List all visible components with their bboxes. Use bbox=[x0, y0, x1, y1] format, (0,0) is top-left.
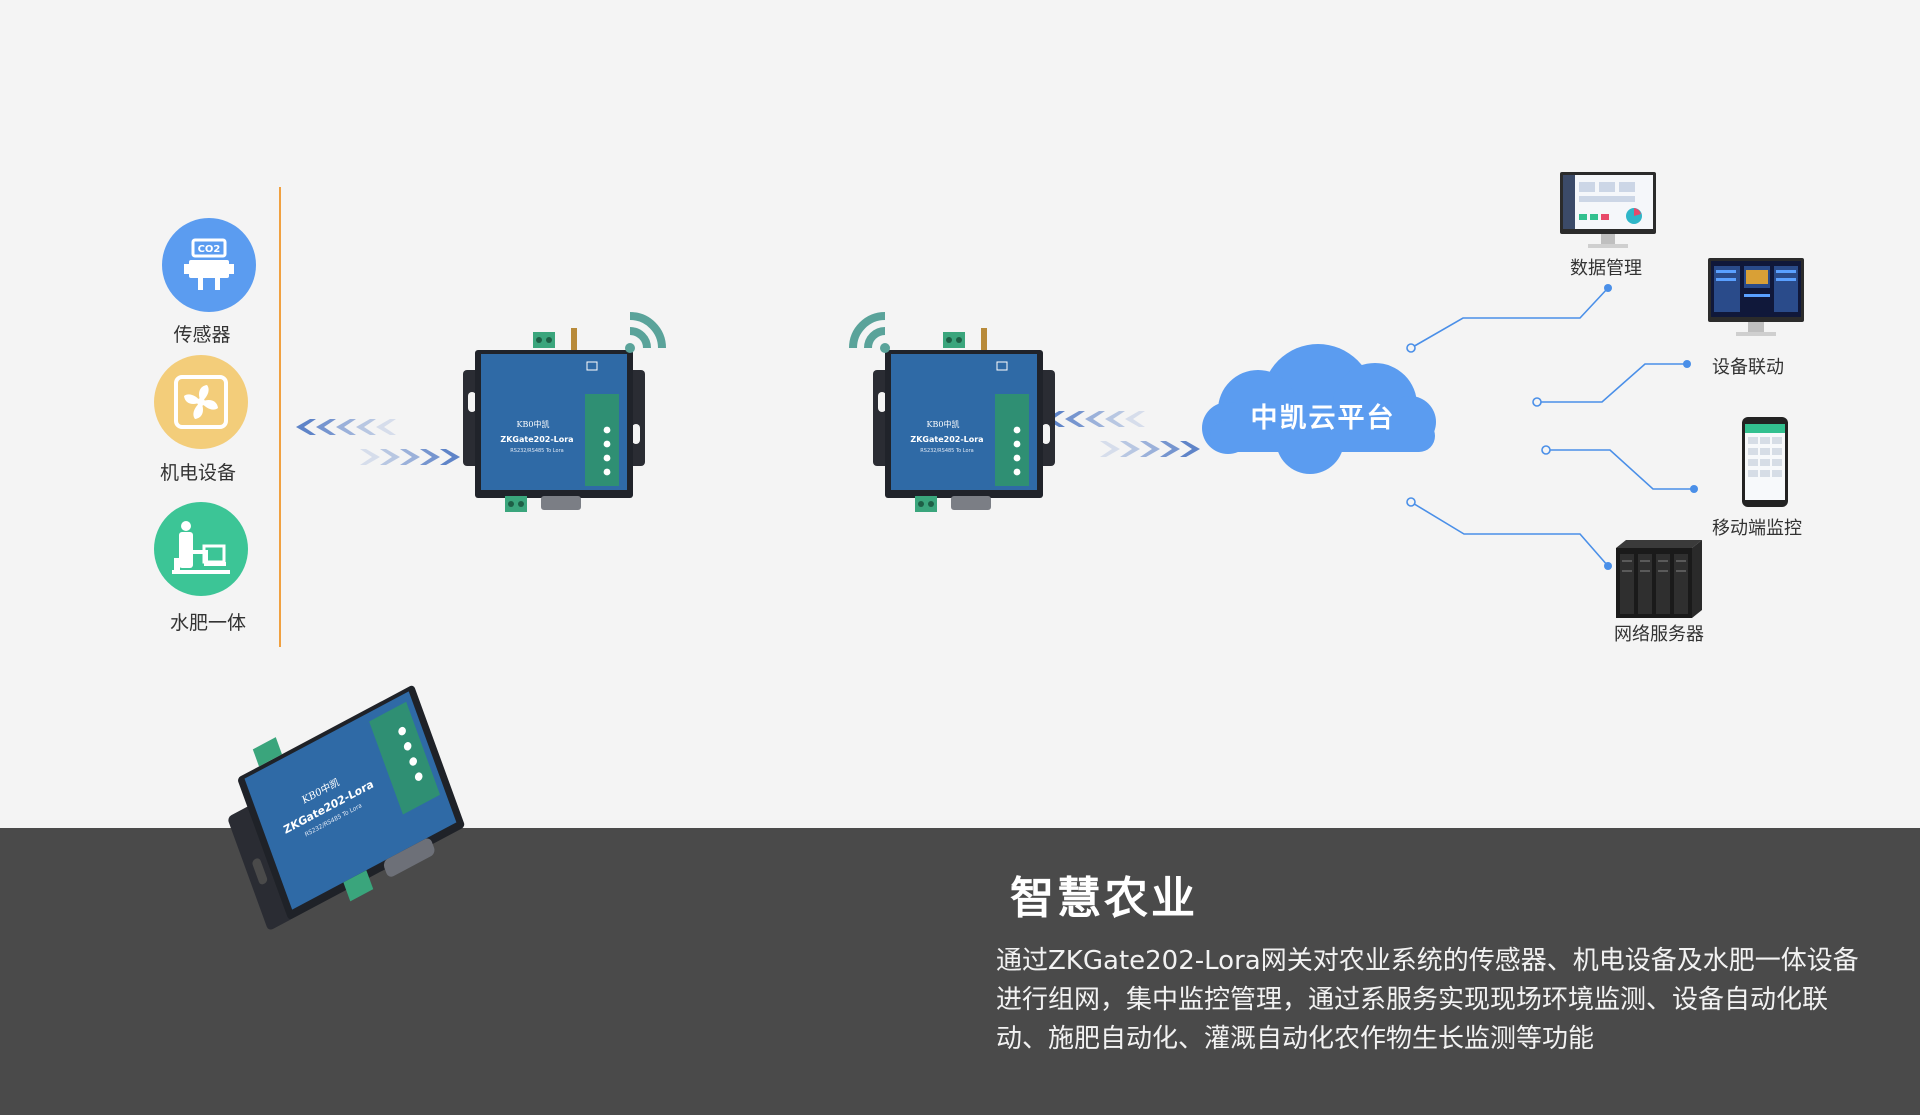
co2-text: CO2 bbox=[198, 244, 221, 255]
description-line: 进行组网，集中监控管理，通过系服务实现现场环境监测、设备自动化联 bbox=[996, 985, 1829, 1015]
endpoint-label-data-management: 数据管理 bbox=[1570, 258, 1642, 279]
server-rack-icon bbox=[1616, 540, 1702, 618]
gateway-model: ZKGate202-Lora bbox=[500, 435, 573, 444]
irrigation-circle bbox=[154, 502, 248, 596]
gateway-sub: RS232/RS485 To Lora bbox=[510, 448, 563, 454]
irrigation-label: 水肥一体 bbox=[169, 612, 246, 634]
solution-title: 智慧农业 bbox=[1010, 873, 1198, 924]
endpoint-label-device-linkage: 设备联动 bbox=[1712, 357, 1784, 378]
mobile-phone-icon bbox=[1742, 417, 1788, 507]
connector-dots bbox=[1406, 343, 1551, 507]
connector-end-dots bbox=[1604, 284, 1698, 570]
left-arrows-1 bbox=[296, 419, 396, 435]
solution-description: 通过ZKGate202-Lora网关对农业系统的传感器、机电设备及水肥一体设备 … bbox=[996, 942, 1886, 1059]
device-linkage-monitor-icon bbox=[1708, 258, 1804, 336]
fan-icon bbox=[174, 375, 228, 429]
right-arrows-2 bbox=[1100, 441, 1200, 457]
gateway-device-2: KB0中凯 ZKGate202-Lora RS232/RS485 To Lora bbox=[872, 327, 1056, 513]
connector-lines bbox=[1410, 287, 1694, 567]
sensor-divider bbox=[279, 187, 281, 647]
co2-sensor-icon: CO2 bbox=[184, 238, 234, 290]
gateway-device-1: KB0中凯 ZKGate202-Lora RS232/RS485 To Lora bbox=[462, 327, 646, 513]
data-management-monitor-icon bbox=[1560, 172, 1656, 248]
motor-label: 机电设备 bbox=[159, 462, 236, 484]
wifi-icon bbox=[625, 312, 666, 353]
wifi-icon bbox=[849, 312, 890, 353]
endpoint-label-network-server: 网络服务器 bbox=[1614, 624, 1704, 645]
sensor-label: 传感器 bbox=[173, 324, 231, 346]
gateway-brand: KB0中凯 bbox=[927, 419, 960, 429]
gateway-model: ZKGate202-Lora bbox=[910, 435, 983, 444]
gateway-product-image: KB0中凯 ZKGate202-Lora RS232/RS485 To Lora bbox=[228, 685, 465, 930]
description-line: 通过ZKGate202-Lora网关对农业系统的传感器、机电设备及水肥一体设备 bbox=[996, 946, 1859, 976]
left-arrows-2 bbox=[1045, 411, 1145, 427]
gateway-sub: RS232/RS485 To Lora bbox=[920, 448, 973, 454]
cloud-icon bbox=[1202, 344, 1436, 474]
motor-circle bbox=[154, 355, 248, 449]
gateway-brand: KB0中凯 bbox=[517, 419, 550, 429]
cloud-platform-label: 中凯云平台 bbox=[1250, 403, 1396, 434]
description-line: 动、施肥自动化、灌溉自动化农作物生长监测等功能 bbox=[996, 1024, 1595, 1054]
endpoint-label-mobile-monitoring: 移动端监控 bbox=[1712, 518, 1802, 539]
topology-diagram: KB0中凯 ZKGate202-Lora RS232/RS485 To Lora… bbox=[296, 172, 1804, 618]
sensor-circle: CO2 bbox=[162, 218, 256, 312]
right-arrows-1 bbox=[360, 449, 460, 465]
irrigation-icon bbox=[172, 521, 230, 574]
